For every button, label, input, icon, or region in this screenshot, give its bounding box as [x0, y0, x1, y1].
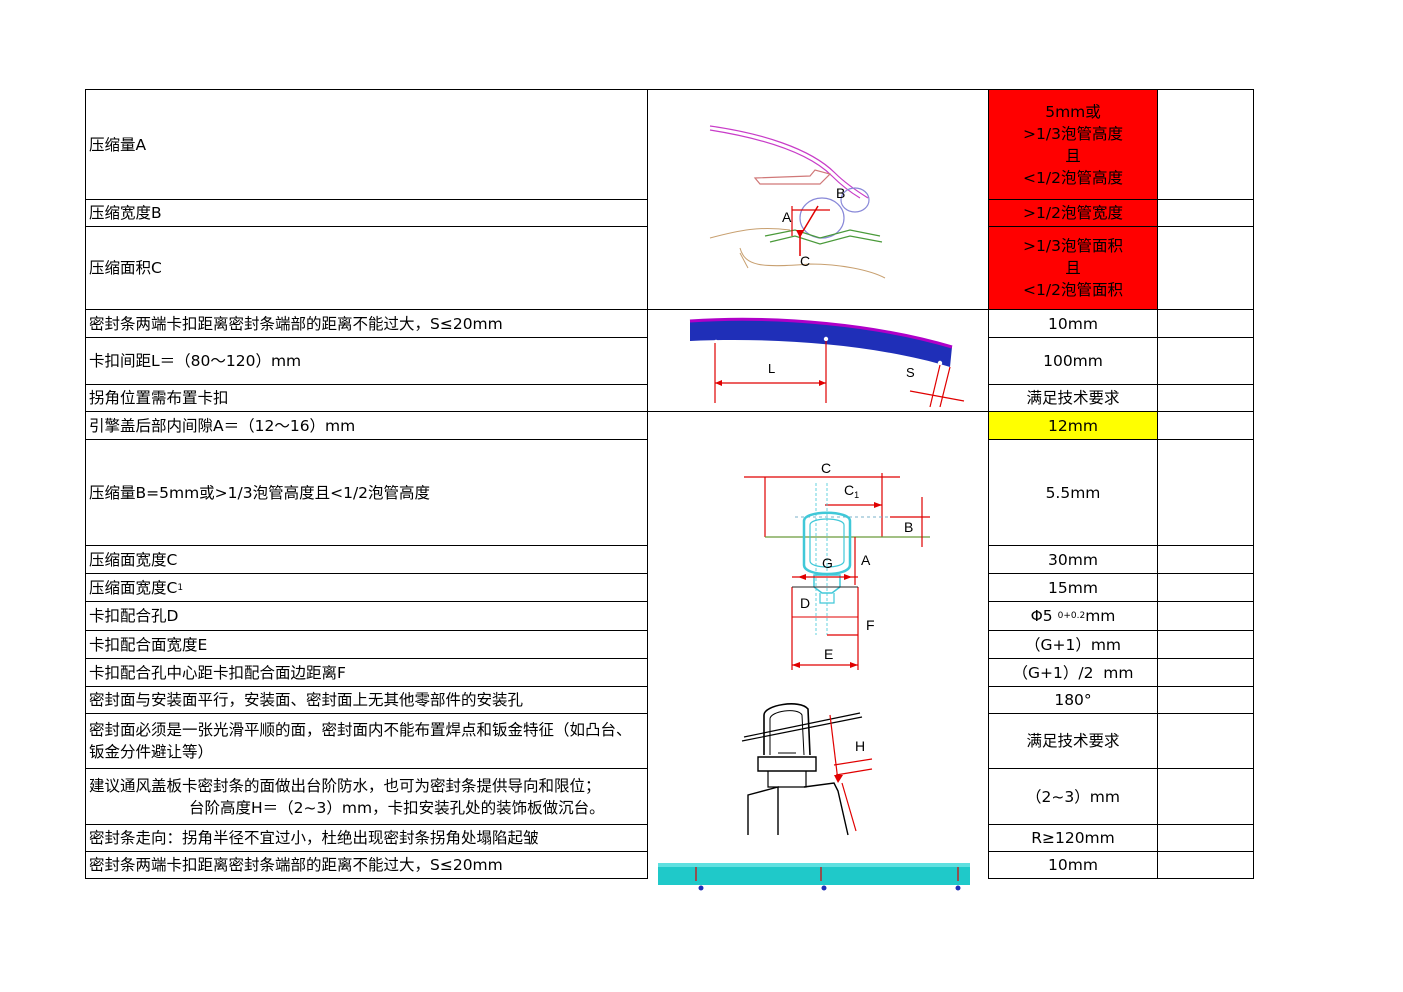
row-label: 密封面必须是一张光滑平顺的面，密封面内不能布置焊点和钣金特征（如凸台、钣金分件避…: [89, 721, 632, 761]
clip-dimension-diagram: C C1 B A G D F E: [744, 460, 930, 670]
row-label: 压缩面宽度C: [89, 550, 178, 569]
row-value: 满足技术要求: [1026, 732, 1120, 750]
row-label: 拐角位置需布置卡扣: [89, 389, 229, 407]
fig1-label-c: C: [800, 253, 810, 269]
row-value: 5mm或 >1/3泡管高度 且 <1/2泡管高度: [989, 90, 1157, 199]
row-label: 卡扣间距L＝（80～120）mm: [89, 352, 302, 370]
fig3-label-f: F: [866, 617, 875, 633]
fig3-label-e: E: [824, 646, 833, 662]
row-value: 10mm: [1048, 314, 1098, 333]
row-label: 卡扣配合孔D: [89, 607, 179, 625]
fig4-label-h: H: [855, 738, 865, 754]
row-value: （2~3）mm: [1026, 787, 1120, 806]
fig3-label-a: A: [861, 552, 871, 568]
fig2-label-s: S: [906, 365, 915, 380]
row-value: 5.5mm: [1045, 483, 1101, 502]
row-label: 密封条走向：拐角半径不宜过小，杜绝出现密封条拐角处塌陷起皱: [89, 829, 539, 847]
row-label: 卡扣配合面宽度E: [89, 635, 208, 654]
row-value: 10mm: [1048, 856, 1098, 874]
row-label: 密封条两端卡扣距离密封条端部的距离不能过大，S≤20mm: [89, 856, 503, 874]
row-label: 压缩量A: [89, 135, 147, 154]
seal-compression-diagram: B A C: [709, 125, 886, 279]
row-label-line: 建议通风盖板卡密封条的面做出台阶防水，也可为密封条提供导向和限位；: [89, 776, 601, 795]
row-value: （G+1）mm: [1024, 635, 1122, 654]
row-value: 满足技术要求: [1026, 389, 1120, 407]
fig3-label-c1: C1: [844, 482, 859, 500]
row-label: 卡扣配合孔中心距卡扣配合面边距离F: [89, 663, 346, 682]
row-value: 180°: [1054, 691, 1092, 709]
row-label: 密封面与安装面平行，安装面、密封面上无其他零部件的安装孔: [89, 691, 524, 709]
fig3-label-g: G: [822, 555, 833, 571]
clip-spacing-diagram: L S: [689, 317, 965, 408]
fig1-label-a: A: [782, 209, 792, 225]
row-value: （G+1）/2 mm: [1012, 663, 1134, 682]
fig3-label-c: C: [821, 460, 831, 476]
row-label: 压缩量B=5mm或>1/3泡管高度且<1/2泡管高度: [89, 483, 431, 502]
row-value: R≥120mm: [1031, 829, 1115, 847]
fig3-label-b: B: [904, 519, 913, 535]
row-value: 12mm: [989, 412, 1157, 439]
row-label: 引擎盖后部内间隙A＝（12～16）mm: [89, 416, 356, 435]
cyan-seal-strip: [658, 863, 970, 891]
row-value: 100mm: [1043, 352, 1103, 370]
row-value: >1/3泡管面积 且 <1/2泡管面积: [989, 227, 1157, 309]
fig2-label-l: L: [768, 361, 775, 376]
step-height-diagram: H: [741, 703, 873, 836]
row-label: 压缩面积C: [89, 259, 162, 277]
row-label-line: 台阶高度H＝（2~3）mm，卡扣安装孔处的装饰板做沉台。: [189, 798, 605, 817]
row-value: 15mm: [1048, 578, 1098, 597]
row-value: 30mm: [1048, 550, 1098, 569]
fig3-label-d: D: [800, 595, 810, 611]
fig1-label-b: B: [836, 185, 845, 201]
row-value: >1/2泡管宽度: [989, 200, 1157, 226]
row-label: 压缩宽度B: [89, 204, 162, 222]
row-label: 密封条两端卡扣距离密封条端部的距离不能过大，S≤20mm: [89, 314, 503, 333]
row-label: 建议通风盖板卡密封条的面做出台阶防水，也可为密封条提供导向和限位； 台阶高度H＝…: [86, 769, 646, 824]
